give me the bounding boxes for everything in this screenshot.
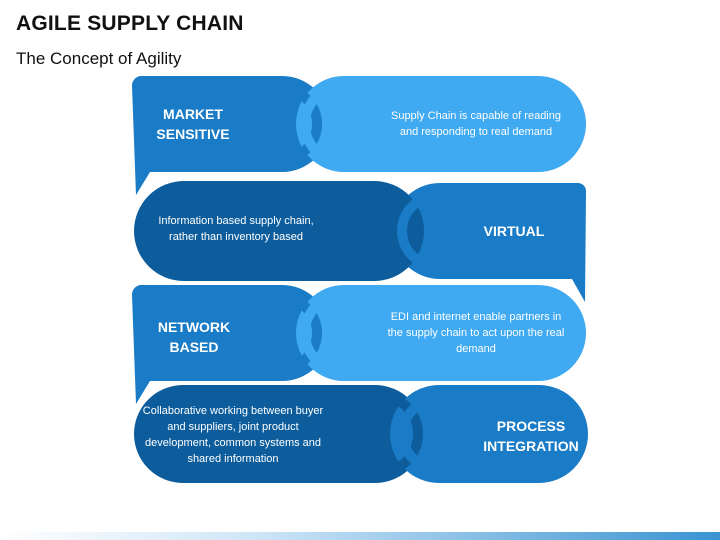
row-2-concept-label: VIRTUAL: [483, 223, 545, 239]
row-1-description: Supply Chain is capable of reading and r…: [390, 110, 561, 138]
row-1-concept-tab: [131, 76, 330, 195]
row-1-market-sensitive: [131, 76, 586, 195]
row-2-virtual: [134, 181, 586, 302]
row-4-link-ring-left: [337, 391, 423, 477]
slide-title: AGILE SUPPLY CHAIN: [16, 12, 244, 35]
row-2-concept-tab: [392, 183, 586, 302]
row-4-process-integration: [134, 385, 588, 483]
row-2-link-ring-left: [335, 188, 421, 274]
row-1-concept-label: MARKET SENSITIVE: [156, 106, 230, 142]
row-2-link-ring-right: [397, 191, 477, 271]
row-3-network-based: [131, 285, 586, 404]
row-3-description: EDI and internet enable partners in the …: [387, 311, 565, 355]
row-4-link-ring-right: [398, 394, 478, 474]
bottom-accent-bar: [0, 532, 720, 540]
row-4-concept-pill: [390, 385, 588, 483]
row-4-description: Collaborative working between buyer and …: [142, 405, 324, 465]
row-3-link-ring-right: [300, 290, 386, 376]
row-3-link-ring-left: [242, 293, 322, 373]
row-1-link-ring-right: [300, 81, 386, 167]
row-3-concept-tab: [131, 285, 330, 404]
row-4-concept-label: PROCESS INTEGRATION: [483, 418, 579, 454]
slide-subtitle: The Concept of Agility: [16, 49, 182, 68]
row-3-concept-label: NETWORK BASED: [157, 319, 231, 355]
row-1-link-ring-left: [242, 84, 322, 164]
row-2-description: Information based supply chain, rather t…: [158, 215, 314, 243]
